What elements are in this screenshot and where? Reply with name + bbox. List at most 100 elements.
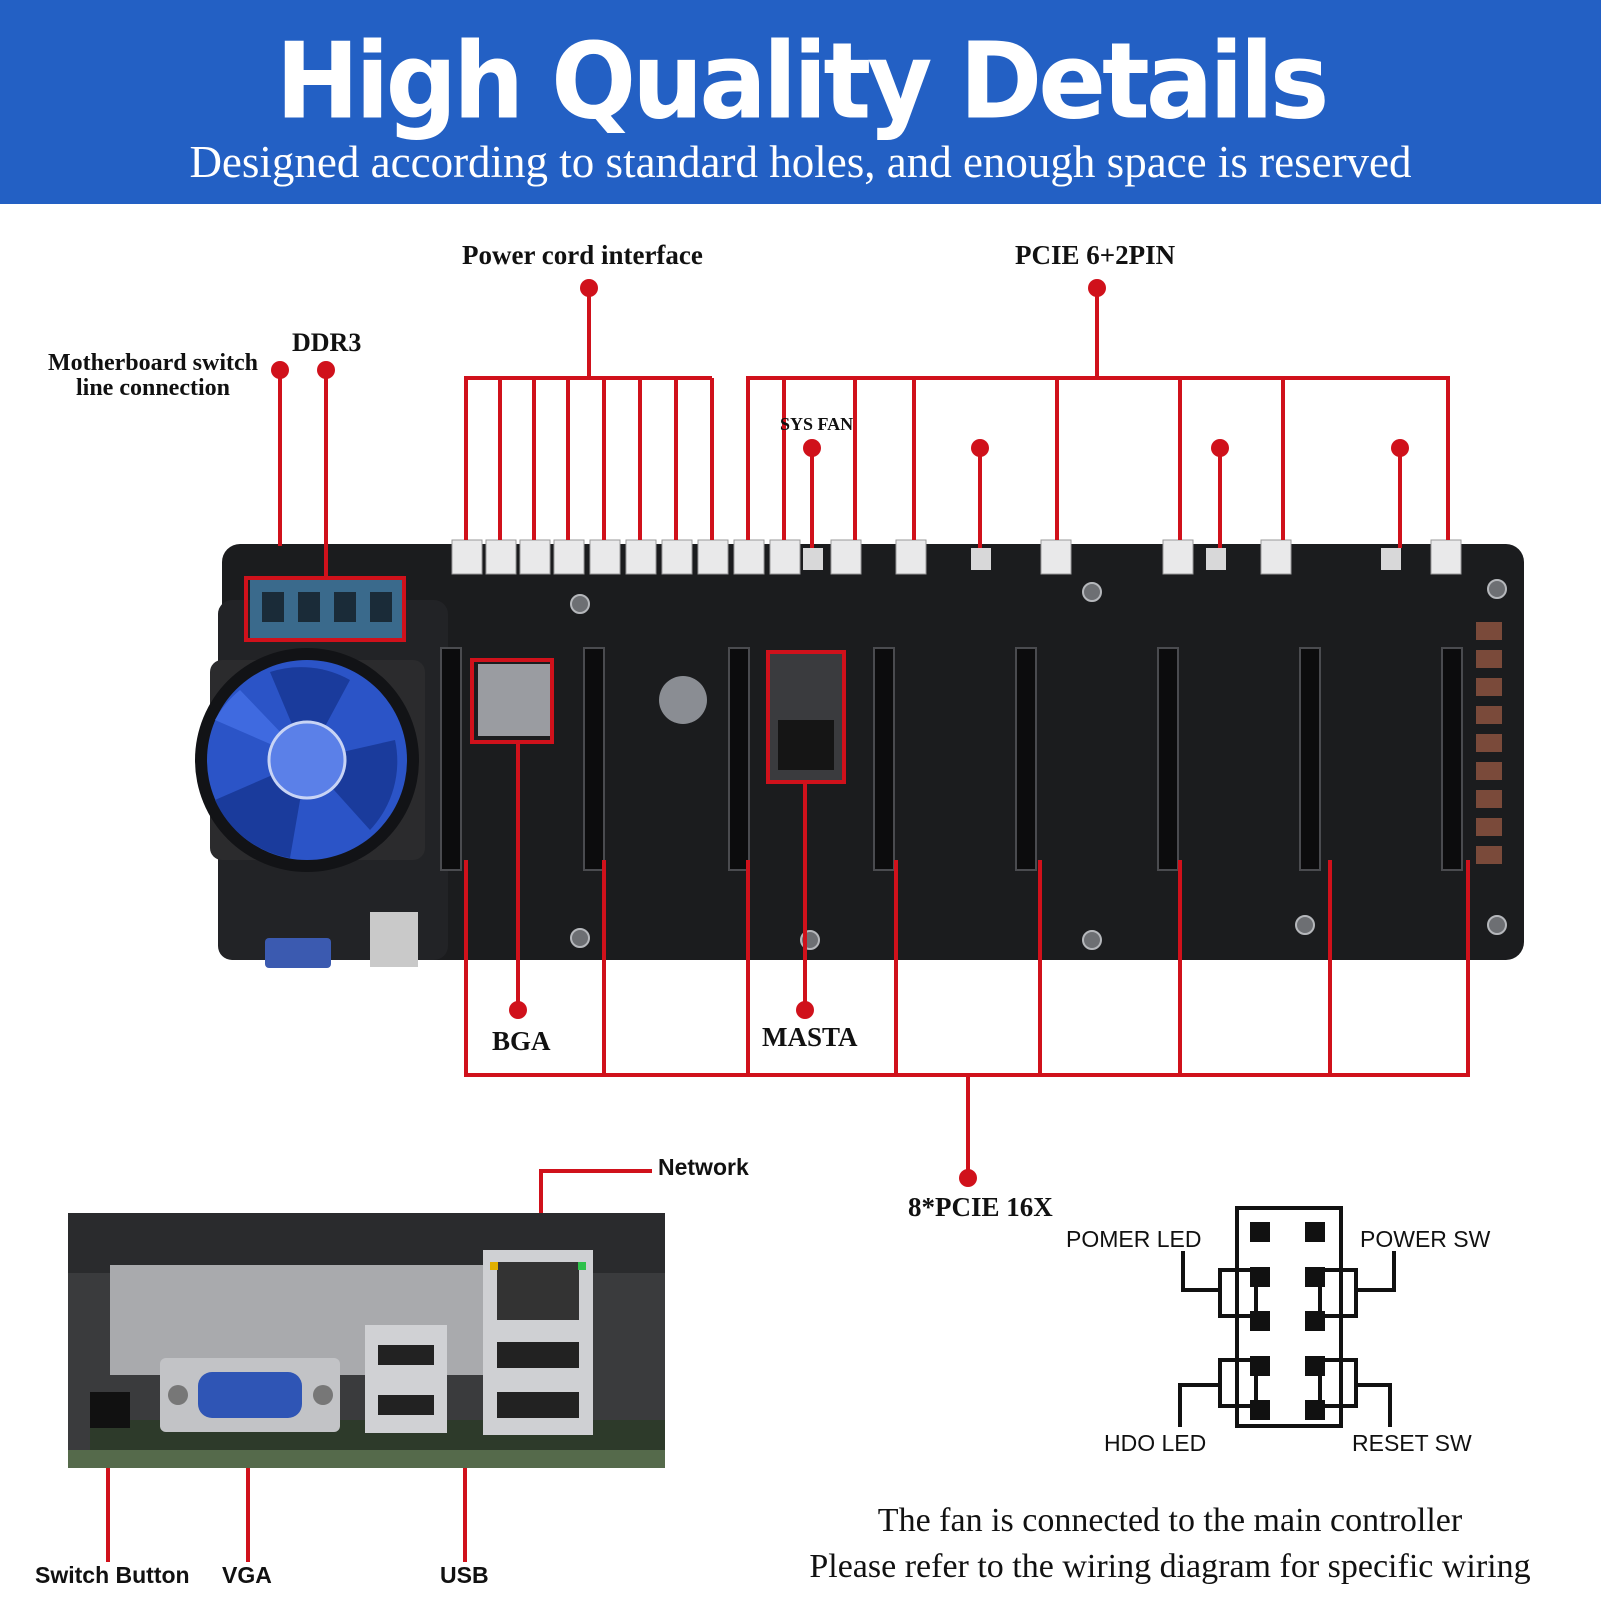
label-ddr3: DDR3 <box>292 328 362 357</box>
usb-port-photo-left <box>365 1325 447 1433</box>
power-connector-8 <box>697 539 729 575</box>
cmos-battery <box>659 676 707 724</box>
callout-dot-2 <box>1088 279 1106 297</box>
power-connector-7 <box>661 539 693 575</box>
photo-callouts <box>106 1169 652 1562</box>
header-pins <box>1250 1222 1325 1420</box>
header-pin-4 <box>1305 1267 1325 1287</box>
power-connector-9 <box>733 539 765 575</box>
board-usb-port <box>370 912 418 967</box>
pcie-slot-1 <box>440 647 462 871</box>
callout-dot-4 <box>317 361 335 379</box>
pin-header-diagram <box>1178 1206 1396 1428</box>
header-pin-10 <box>1305 1400 1325 1420</box>
header-pin-3 <box>1250 1267 1270 1287</box>
footer-line-1: The fan is connected to the main control… <box>877 1502 1463 1539</box>
callout-dot-1 <box>580 279 598 297</box>
header-pin-2 <box>1305 1222 1325 1242</box>
power-connector-16 <box>1430 539 1462 575</box>
page-subtitle: Designed according to standard holes, an… <box>189 137 1412 187</box>
right-header-8 <box>1476 818 1502 836</box>
fan-header-2 <box>971 548 991 570</box>
header-banner: High Quality Details Designed according … <box>0 0 1601 204</box>
label-bga: BGA <box>492 1026 551 1056</box>
header-pin-8 <box>1305 1356 1325 1376</box>
fan-header-3 <box>1206 548 1226 570</box>
header-pin-5 <box>1250 1311 1270 1331</box>
mounting-holes <box>570 579 1507 950</box>
callout-dot-5 <box>803 439 821 457</box>
board-vga-port <box>265 938 331 968</box>
page-title: High Quality Details <box>275 20 1330 143</box>
callout-dot-10 <box>796 1001 814 1019</box>
power-connector-2 <box>485 539 517 575</box>
callout-dot-7 <box>1211 439 1229 457</box>
label-pcie-16x: 8*PCIE 16X <box>908 1192 1053 1222</box>
power-connector-4 <box>553 539 585 575</box>
label-hdd-led: HDO LED <box>1104 1430 1207 1456</box>
callout-dot-8 <box>1391 439 1409 457</box>
power-connector-3 <box>519 539 551 575</box>
fan-header-4 <box>1381 548 1401 570</box>
msata-module <box>766 650 846 784</box>
pcie-slot-6 <box>1157 647 1179 871</box>
label-vga: VGA <box>222 1562 272 1588</box>
label-reset-sw: RESET SW <box>1352 1430 1472 1456</box>
power-connector-13 <box>1040 539 1072 575</box>
label-sys-fan: SYS FAN <box>780 414 854 434</box>
label-switch-button: Switch Button <box>35 1562 190 1588</box>
right-header-3 <box>1476 678 1502 696</box>
pcie-slots <box>440 647 1463 871</box>
label-pcie-pin: PCIE 6+2PIN <box>1015 240 1176 270</box>
power-connector-6 <box>625 539 657 575</box>
power-connector-14 <box>1162 539 1194 575</box>
ddr3-module <box>244 576 406 642</box>
label-power-cord: Power cord interface <box>462 240 703 270</box>
cpu-fan <box>195 648 425 872</box>
right-header-7 <box>1476 790 1502 808</box>
right-header-5 <box>1476 734 1502 752</box>
power-connector-10 <box>769 539 801 575</box>
right-header-6 <box>1476 762 1502 780</box>
right-header-4 <box>1476 706 1502 724</box>
callout-line-1 <box>464 376 712 540</box>
header-pin-9 <box>1250 1400 1270 1420</box>
label-power-led: POMER LED <box>1066 1226 1202 1252</box>
callout-lines <box>278 288 1470 1178</box>
power-connector-15 <box>1260 539 1292 575</box>
header-pin-1 <box>1250 1222 1270 1242</box>
bga-chip <box>470 658 554 744</box>
power-connector-1 <box>451 539 483 575</box>
power-connector-12 <box>895 539 927 575</box>
power-connector-11 <box>830 539 862 575</box>
switch-button-photo <box>90 1392 130 1428</box>
header-pin-7 <box>1250 1356 1270 1376</box>
pcie-slot-8 <box>1441 647 1463 871</box>
callout-dot-11 <box>959 1169 977 1187</box>
back-io-photo <box>68 1213 665 1468</box>
label-masta: MASTA <box>762 1022 858 1052</box>
label-power-sw: POWER SW <box>1360 1226 1491 1252</box>
right-header-1 <box>1476 622 1502 640</box>
pcie-slot-3 <box>728 647 750 871</box>
right-header-2 <box>1476 650 1502 668</box>
pcie-slot-4 <box>873 647 895 871</box>
footer-line-2: Please refer to the wiring diagram for s… <box>809 1548 1531 1585</box>
fan-header-1 <box>803 548 823 570</box>
power-connector-5 <box>589 539 621 575</box>
pcie-slot-2 <box>583 647 605 871</box>
pcie-slot-7 <box>1299 647 1321 871</box>
label-usb: USB <box>440 1562 489 1588</box>
right-header-9 <box>1476 846 1502 864</box>
header-pin-6 <box>1305 1311 1325 1331</box>
label-network: Network <box>658 1154 749 1180</box>
callout-dot-3 <box>271 361 289 379</box>
label-switch-line-2: line connection <box>76 375 230 401</box>
callout-dots <box>271 279 1409 1187</box>
power-connectors <box>451 539 1462 575</box>
label-switch-line-1: Motherboard switch <box>48 350 258 376</box>
right-edge-headers <box>1476 622 1502 864</box>
pcie-slot-5 <box>1015 647 1037 871</box>
callout-dot-6 <box>971 439 989 457</box>
